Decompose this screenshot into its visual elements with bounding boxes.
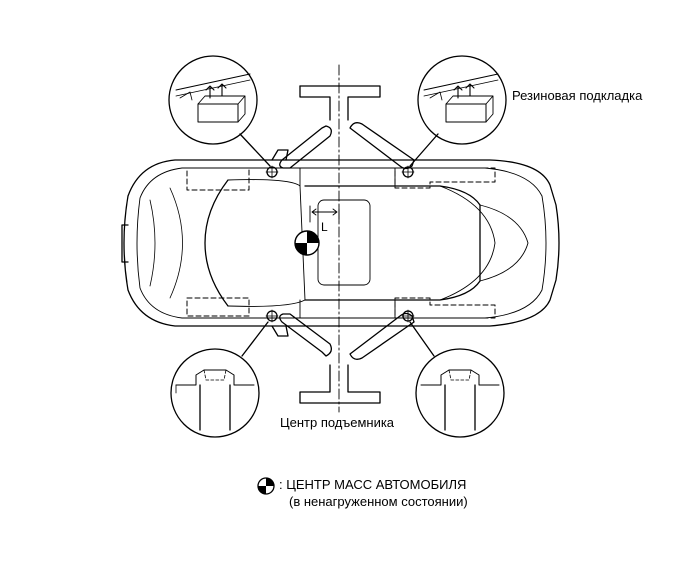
lift-post-top xyxy=(299,85,381,121)
dimension-l-label: L xyxy=(321,220,328,234)
jack-point-zones xyxy=(186,167,496,319)
rubber-pad-label: Резиновая подкладка xyxy=(512,88,643,103)
lift-arm-rear-right xyxy=(349,312,415,360)
lift-arm-front-left xyxy=(279,125,332,169)
detail-circle-top-left xyxy=(168,55,271,167)
car-body xyxy=(121,149,560,337)
jack-point-rear-right xyxy=(401,309,415,323)
detail-circle-bottom-right xyxy=(409,321,505,438)
lift-arm-front-right xyxy=(279,313,332,357)
legend-center-of-mass-icon xyxy=(257,477,275,495)
legend-subtitle: (в ненагруженном состоянии) xyxy=(289,494,468,509)
jack-point-rear-left xyxy=(401,165,415,179)
center-of-mass-icon xyxy=(294,230,320,256)
legend-title: : ЦЕНТР МАСС АВТОМОБИЛЯ xyxy=(279,477,467,492)
dimension-l xyxy=(309,205,340,223)
jack-point-front-right xyxy=(265,309,279,323)
jack-point-front-left xyxy=(265,165,279,179)
detail-circle-top-right xyxy=(409,55,507,167)
lift-post-bottom xyxy=(299,364,381,404)
detail-circle-bottom-left xyxy=(170,321,269,438)
lift-center-label: Центр подъемника xyxy=(280,415,395,430)
lift-arm-rear-left xyxy=(349,122,415,170)
